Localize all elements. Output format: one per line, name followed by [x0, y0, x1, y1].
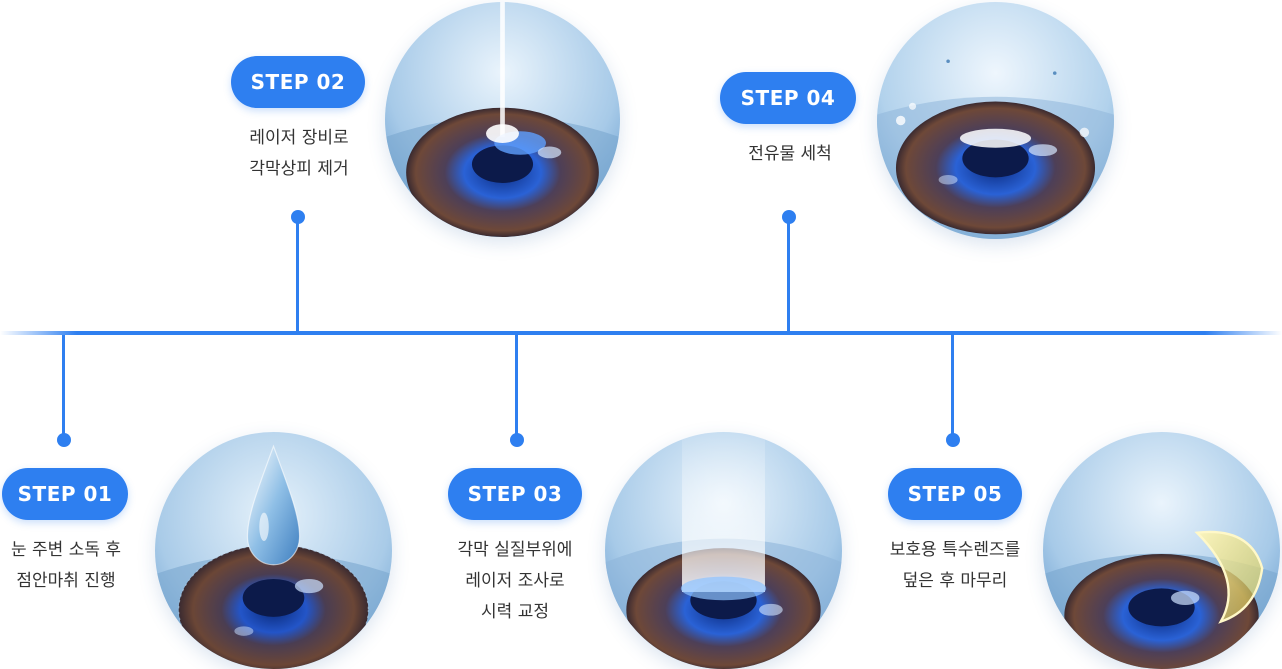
step-04-line-1: 전유물 세척 [748, 144, 832, 164]
step-05-line-2: 덮은 후 마무리 [902, 571, 1008, 591]
step-02-badge: STEP 02 [231, 56, 365, 108]
eye-drop-icon [155, 432, 392, 669]
step-02-description: 레이저 장비로 각막상피 제거 [233, 123, 365, 185]
step-01-line-2: 점안마취 진행 [16, 571, 116, 591]
eye-wash-icon [877, 2, 1114, 239]
laser-epithelium-icon [385, 2, 620, 237]
step-03-badge: STEP 03 [448, 468, 582, 520]
step-05-dot [946, 433, 960, 447]
laser-correction-icon [605, 432, 842, 669]
step-01-description: 눈 주변 소독 후 점안마취 진행 [0, 535, 132, 597]
step-01-connector [62, 335, 65, 440]
step-02-connector [296, 217, 299, 333]
protective-lens-icon [1043, 432, 1280, 669]
step-03-line-3: 시력 교정 [481, 602, 549, 622]
step-02-dot [291, 210, 305, 224]
step-03-connector [515, 335, 518, 440]
step-02-line-2: 각막상피 제거 [249, 159, 349, 179]
timeline-axis [0, 331, 1282, 335]
step-04-description: 전유물 세척 [728, 139, 852, 170]
step-02-line-1: 레이저 장비로 [249, 128, 349, 148]
step-04-connector [787, 217, 790, 333]
step-03-description: 각막 실질부위에 레이저 조사로 시력 교정 [440, 535, 590, 628]
step-01-dot [57, 433, 71, 447]
step-05-badge: STEP 05 [888, 468, 1022, 520]
step-03-dot [510, 433, 524, 447]
step-05-line-1: 보호용 특수렌즈를 [889, 540, 1021, 560]
step-04-badge: STEP 04 [720, 72, 856, 124]
step-01-line-1: 눈 주변 소독 후 [10, 540, 122, 560]
step-03-line-1: 각막 실질부위에 [457, 540, 573, 560]
step-05-connector [951, 335, 954, 440]
step-01-badge: STEP 01 [2, 468, 128, 520]
step-04-dot [782, 210, 796, 224]
step-05-description: 보호용 특수렌즈를 덮은 후 마무리 [872, 535, 1038, 597]
step-03-line-2: 레이저 조사로 [465, 571, 565, 591]
